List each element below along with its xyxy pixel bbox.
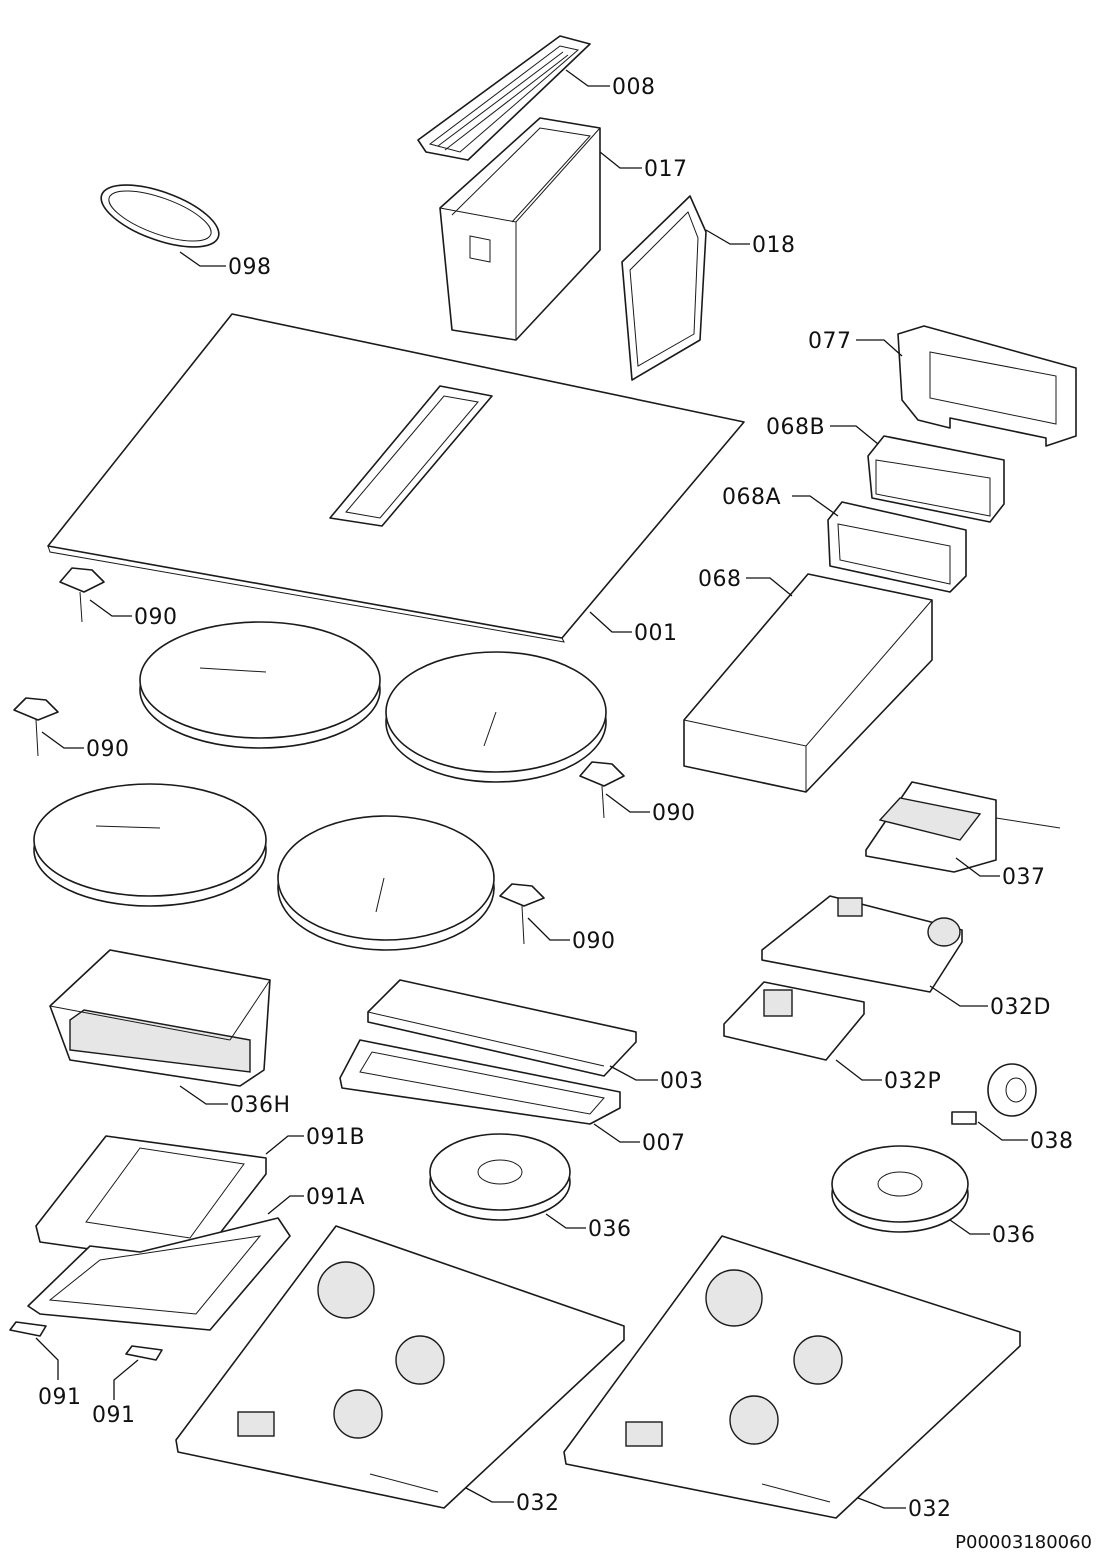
callout-037: 037 [1002, 865, 1046, 890]
callout-090-d: 090 [572, 929, 616, 954]
callout-098: 098 [228, 255, 272, 280]
part-068-duct [683, 573, 933, 793]
leader-lines [35, 69, 1028, 1509]
part-091a-gasket [27, 1217, 291, 1331]
callout-091-a: 091 [38, 1385, 82, 1410]
part-091-clip-a [9, 1321, 47, 1337]
part-090-sensor-a [59, 567, 105, 623]
part-032d-display-board [761, 895, 963, 993]
callout-091-b: 091 [92, 1403, 136, 1428]
part-098-seal-ring [100, 184, 220, 248]
part-036h-coil-assembly [49, 949, 271, 1087]
part-032p-power-board [723, 981, 865, 1061]
callout-018: 018 [752, 233, 796, 258]
callout-036-b: 036 [992, 1223, 1036, 1248]
callout-001: 001 [634, 621, 678, 646]
callout-017: 017 [644, 157, 688, 182]
callout-032-a: 032 [516, 1491, 560, 1516]
callout-036h: 036H [230, 1093, 291, 1118]
part-036-fan-a [429, 1133, 571, 1221]
part-017-duct-box [439, 117, 601, 341]
part-090-sensor-d [499, 883, 545, 945]
induction-coil-rear-right [385, 651, 607, 783]
callout-032d: 032D [990, 995, 1051, 1020]
reference-code: P00003180060 [955, 1532, 1092, 1553]
callout-091b: 091B [306, 1125, 365, 1150]
part-032-board-right [563, 1235, 1021, 1519]
callout-003: 003 [660, 1069, 704, 1094]
part-003-control-board [367, 979, 637, 1077]
callout-008: 008 [612, 75, 656, 100]
callout-090-b: 090 [86, 737, 130, 762]
callout-090-a: 090 [134, 605, 178, 630]
part-038-sensor [951, 1063, 1037, 1125]
part-091-clip-b [125, 1345, 163, 1361]
callout-077: 077 [808, 329, 852, 354]
part-077-frame [897, 325, 1077, 447]
part-018-filter-panel [621, 195, 707, 381]
callout-036-a: 036 [588, 1217, 632, 1242]
callout-labels: 008 017 018 098 077 068B 068A 068 001 09… [38, 75, 1092, 1553]
part-037-terminal-block [865, 781, 1061, 873]
callout-090-c: 090 [652, 801, 696, 826]
callout-032-b: 032 [908, 1497, 952, 1522]
callout-068b: 068B [766, 415, 825, 440]
part-032-board-left [175, 1225, 625, 1509]
induction-coil-front-right [277, 815, 495, 951]
part-007-control-frame [339, 1039, 621, 1125]
callout-068a: 068A [722, 485, 781, 510]
part-001-glass-plate [47, 313, 745, 643]
part-008-vent-grille [417, 35, 591, 161]
part-090-sensor-b [13, 697, 59, 757]
induction-coil-front-left [33, 783, 267, 907]
part-068b-seal [867, 435, 1005, 523]
part-091b-gasket [35, 1135, 267, 1265]
callout-068: 068 [698, 567, 742, 592]
callout-038: 038 [1030, 1129, 1074, 1154]
part-068a-seal [827, 501, 967, 593]
callout-007: 007 [642, 1131, 686, 1156]
part-090-sensor-c [579, 761, 625, 819]
part-036-fan-b [831, 1145, 969, 1233]
callout-091a: 091A [306, 1185, 365, 1210]
callout-032p: 032P [884, 1069, 941, 1094]
induction-coil-rear-left [139, 621, 381, 749]
